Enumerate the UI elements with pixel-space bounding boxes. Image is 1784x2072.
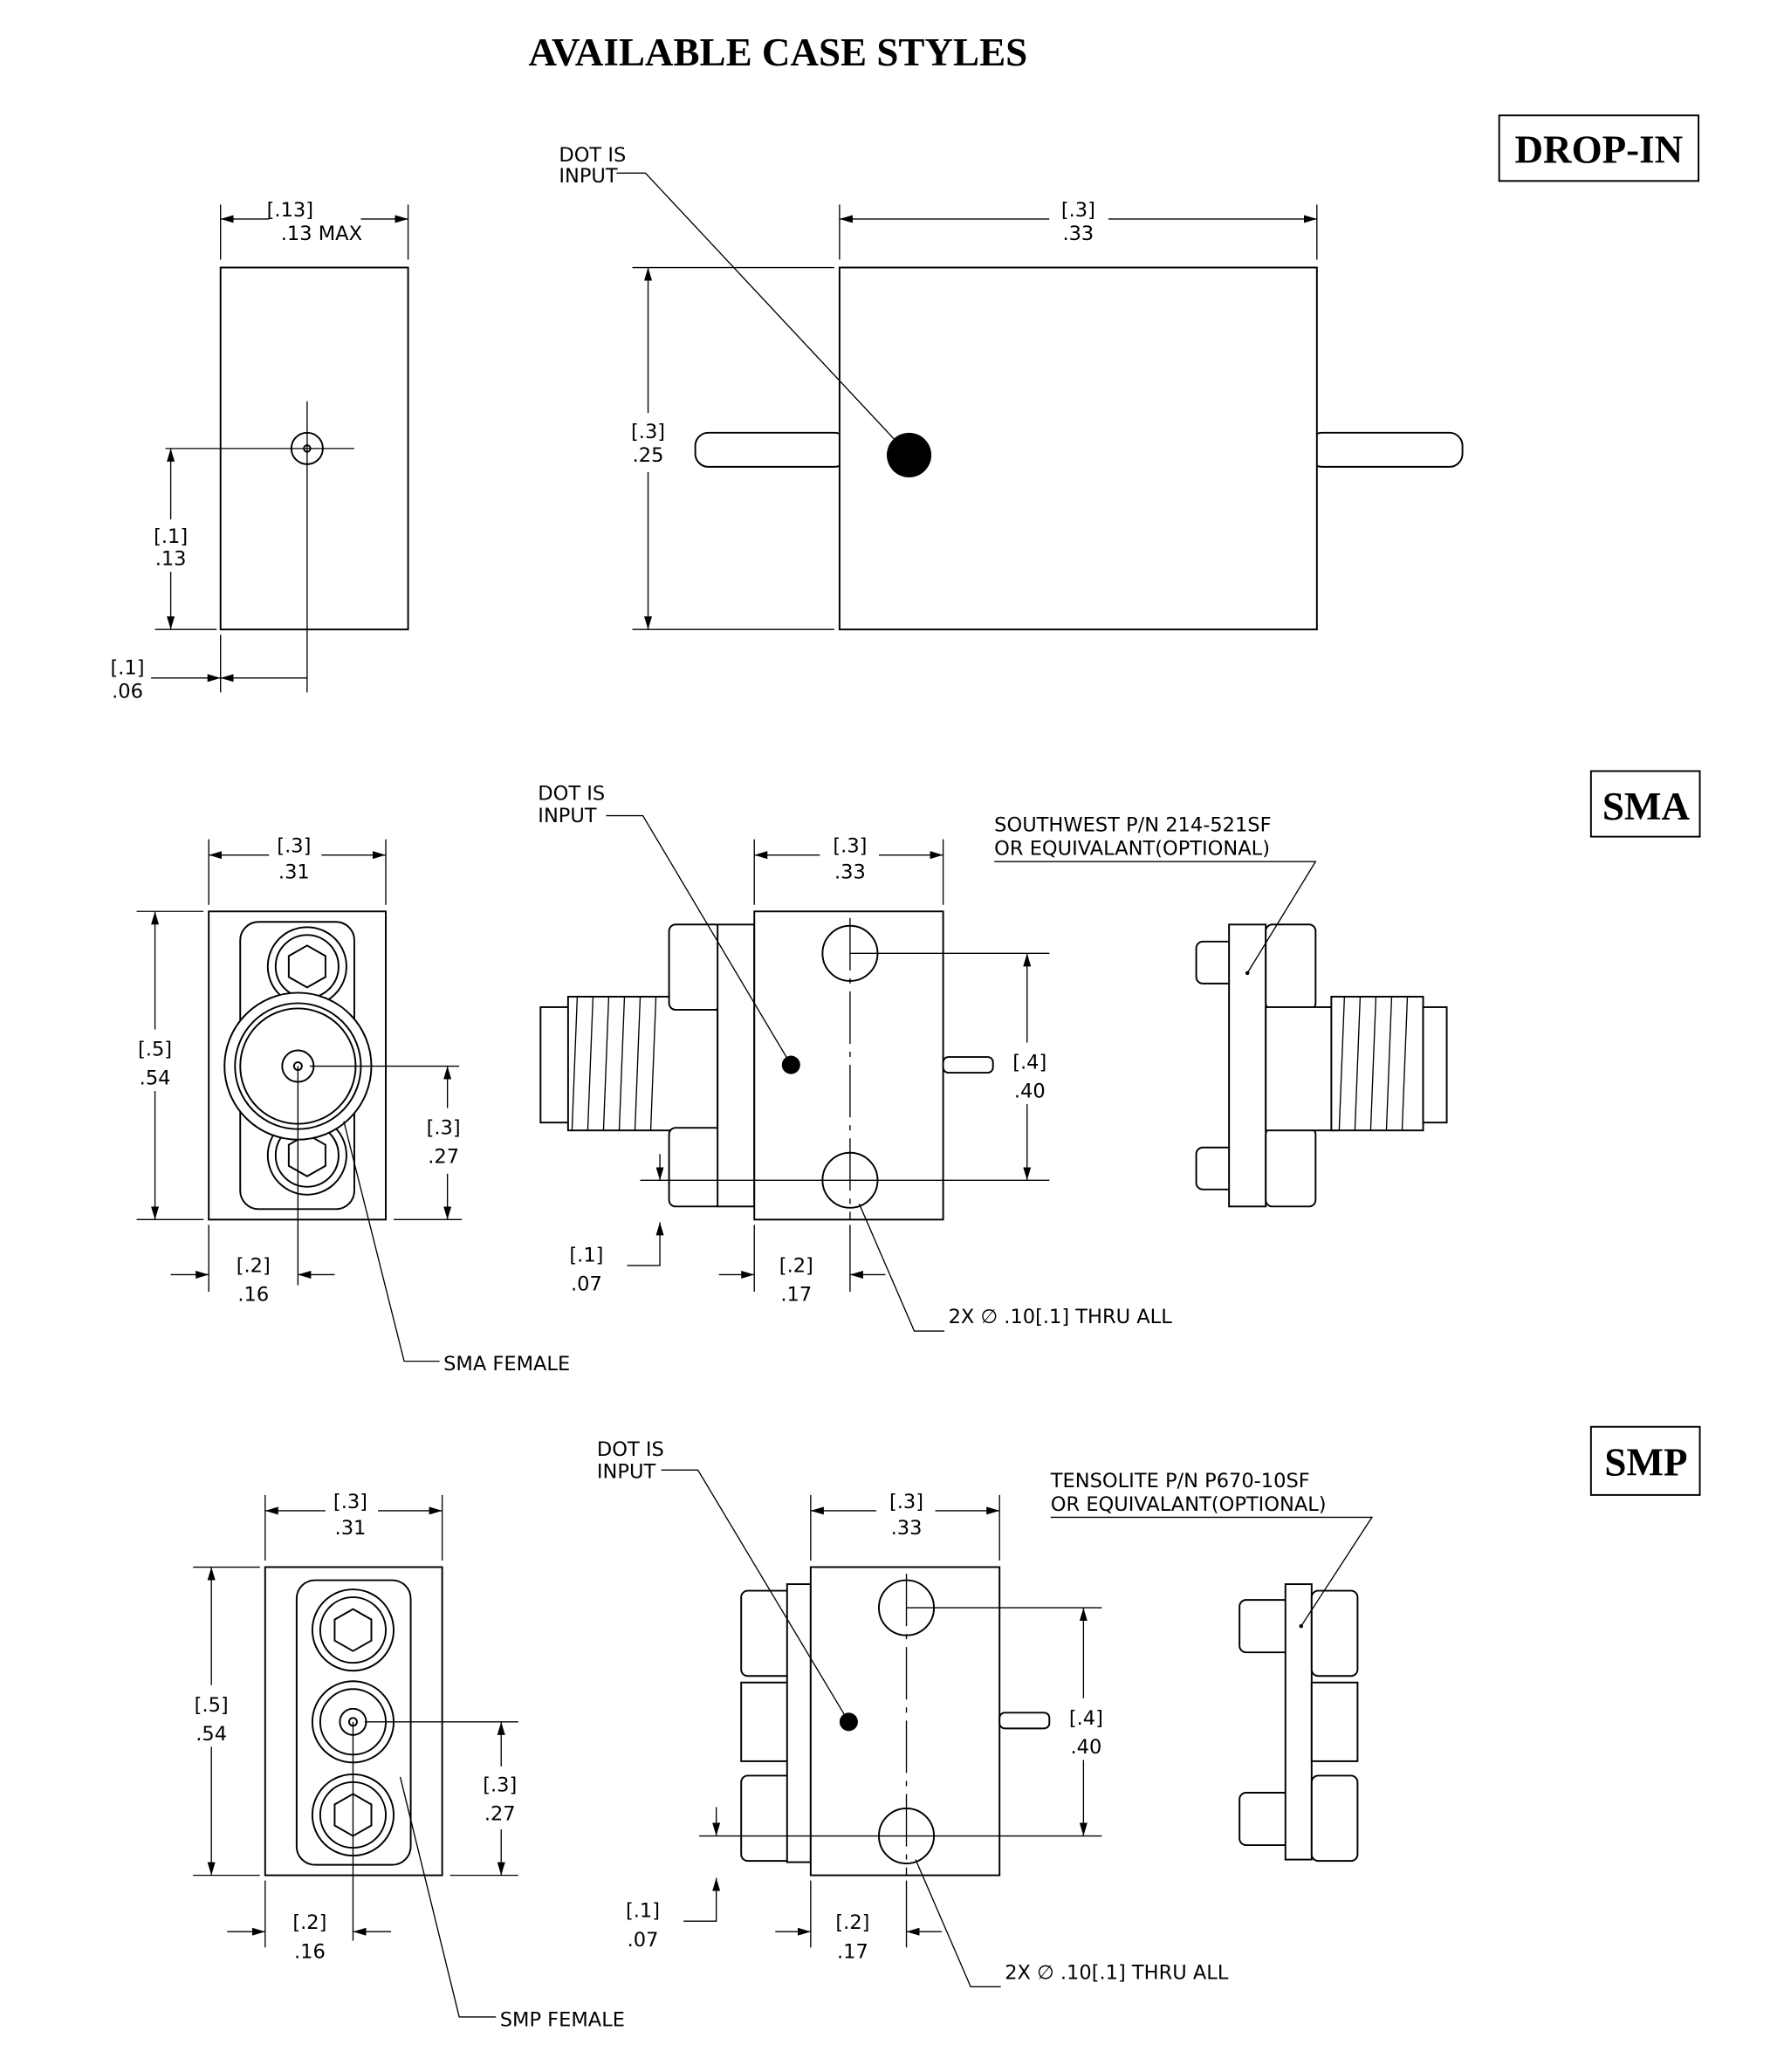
dim-label: [.3]: [333, 1491, 367, 1513]
dim-label: [.3]: [889, 1491, 923, 1513]
female-connector-note: SMP FEMALE: [500, 2008, 625, 2031]
sma-label-box: [1589, 770, 1701, 838]
dim-label: [.2]: [292, 1911, 326, 1934]
mounting-screw-icon: [311, 1588, 395, 1672]
dim-value: .33: [834, 861, 866, 884]
dim-label: [.13]: [267, 199, 313, 222]
connector-note: OR EQUIVALANT(OPTIONAL): [994, 838, 1270, 861]
dim-label: [.5]: [195, 1694, 229, 1717]
dim-value: .33: [1062, 223, 1094, 245]
dot-note: DOT IS: [559, 144, 626, 167]
dropin-label-box: [1498, 114, 1700, 182]
optional-connector-thread: [1330, 995, 1424, 1132]
dim-value: .31: [278, 861, 310, 884]
smp-side-body: [809, 1566, 1001, 1876]
input-dot: [839, 1712, 858, 1732]
output-pin: [942, 1056, 994, 1074]
dim-value: .16: [294, 1940, 326, 1963]
dim-label: [.3]: [1061, 199, 1095, 222]
optional-connector-flange: [1228, 923, 1267, 1208]
smp-front-view: [264, 1566, 443, 1876]
output-pin: [998, 1712, 1051, 1730]
input-pin: [694, 431, 848, 468]
dim-label: [.5]: [138, 1039, 172, 1061]
dim-label: [.1]: [154, 525, 188, 548]
sma-thread: [566, 995, 719, 1132]
dim-value: .13: [155, 548, 187, 571]
dim-value: .31: [335, 1517, 367, 1540]
dim-value: .27: [428, 1146, 459, 1169]
dropin-label: DROP-IN: [1514, 127, 1683, 171]
dim-value: .17: [837, 1940, 868, 1963]
dim-label: [.2]: [835, 1911, 869, 1934]
smp-flange: [786, 1583, 812, 1863]
dim-value: .25: [633, 444, 664, 467]
dot-note: INPUT: [538, 805, 597, 827]
dim-label: [.3]: [277, 835, 311, 858]
dot-note: INPUT: [597, 1460, 656, 1483]
connector-note: TENSOLITE P/N P670-10SF: [1050, 1470, 1310, 1492]
optional-connector-flange: [1284, 1583, 1313, 1861]
dim-label: [.1]: [569, 1244, 603, 1266]
dim-label: [.2]: [237, 1254, 271, 1277]
sma-section: SMA [.3] .31 [.5] .54 [.3] .27 [.2] .16 …: [136, 770, 1701, 1376]
dim-value: .27: [484, 1803, 516, 1826]
dim-value: .54: [196, 1723, 227, 1746]
dim-label: [.1]: [110, 656, 144, 679]
female-connector-note: SMA FEMALE: [443, 1353, 570, 1376]
dim-label: [.2]: [779, 1254, 813, 1277]
smp-section: SMP [.3] .31 [.5] .54 [.3] .27 [.2] .16 …: [193, 1425, 1701, 2031]
dim-value: .13 MAX: [281, 223, 362, 245]
dim-label: [.3]: [833, 835, 867, 858]
dim-label: [.4]: [1012, 1052, 1046, 1074]
dim-value: .17: [780, 1284, 812, 1307]
dot-note: DOT IS: [597, 1438, 664, 1461]
smp-label-box: [1589, 1425, 1701, 1496]
dim-value: .40: [1070, 1736, 1101, 1759]
sma-label: SMA: [1602, 785, 1691, 828]
connector-note: OR EQUIVALANT(OPTIONAL): [1051, 1493, 1327, 1516]
dim-label: [.4]: [1069, 1707, 1103, 1730]
sma-front-view: [208, 910, 387, 1221]
dim-value: .06: [112, 680, 143, 703]
hole-note: 2X ∅ .10[.1] THRU ALL: [1005, 1961, 1229, 1984]
dropin-section: DROP-IN [.13] .13 MAX [.1] .13 [.1] .06 …: [110, 114, 1700, 703]
dim-label: [.3]: [631, 421, 665, 443]
dim-value: .16: [237, 1284, 269, 1307]
dim-label: [.3]: [427, 1117, 461, 1140]
dim-value: .07: [628, 1929, 659, 1952]
connector-note: SOUTHWEST P/N 214-521SF: [994, 814, 1271, 837]
dim-label: [.1]: [626, 1900, 660, 1923]
dim-value: .07: [571, 1273, 602, 1295]
hole-note: 2X ∅ .10[.1] THRU ALL: [949, 1306, 1173, 1328]
dim-value: .40: [1014, 1081, 1046, 1103]
dot-note: INPUT: [559, 165, 618, 188]
input-dot: [886, 432, 932, 477]
output-pin: [1307, 431, 1464, 468]
dim-label: [.3]: [483, 1774, 517, 1796]
sma-flange: [717, 923, 756, 1208]
page-title: AVAILABLE CASE STYLES: [528, 31, 1027, 74]
dim-value: .33: [891, 1517, 923, 1540]
dot-note: DOT IS: [538, 783, 605, 806]
dim-value: .54: [140, 1067, 171, 1090]
smp-label: SMP: [1604, 1440, 1687, 1484]
